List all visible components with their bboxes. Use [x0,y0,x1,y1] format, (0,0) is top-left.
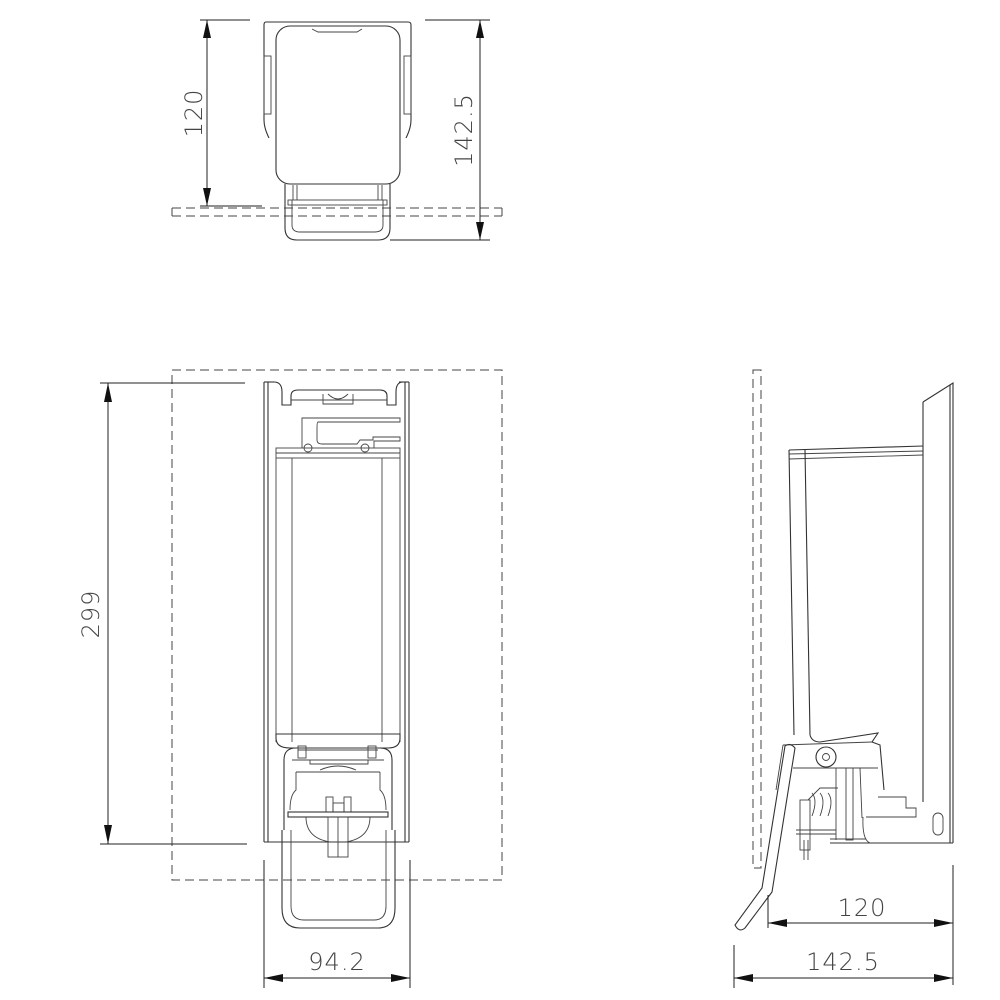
dim-top-142-5: 142.5 [450,93,478,167]
front-view: 299 94.2 [77,369,503,988]
dim-front-94-2: 94.2 [308,948,365,976]
dim-top-120: 120 [180,89,208,138]
top-view: 120 142.5 [171,19,503,241]
side-view: 120 142.5 [733,369,954,988]
dim-front-299: 299 [77,590,105,639]
dim-side-142-5: 142.5 [806,948,880,976]
dim-side-120: 120 [838,894,887,922]
